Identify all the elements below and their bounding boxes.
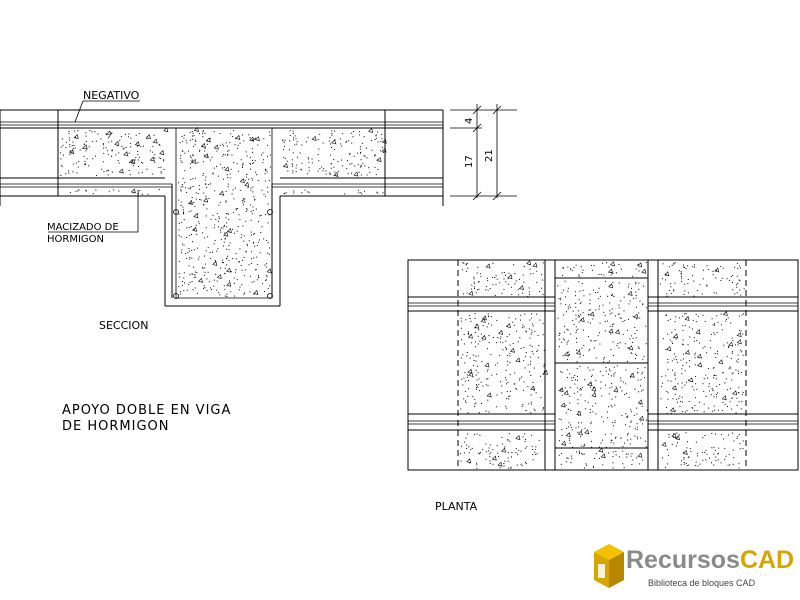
- planta-label: PLANTA: [435, 500, 478, 513]
- logo-cube-icon: [594, 544, 624, 588]
- dimension-17: 17: [464, 155, 475, 168]
- dimension-21: 21: [484, 149, 495, 162]
- macizado-leader: [48, 190, 139, 233]
- negativo-label: NEGATIVO: [83, 89, 140, 102]
- drawing-title-line2: DE HORMIGON: [62, 419, 169, 434]
- section-concrete-hatch: [60, 126, 387, 297]
- macizado-label-line2: HORMIGON: [47, 234, 104, 245]
- logo-title: RecursosCAD: [626, 546, 794, 575]
- logo-title-part2: CAD: [739, 546, 795, 574]
- plan-concrete-hatch: [460, 260, 745, 469]
- logo-title-part1: Recursos: [626, 546, 740, 574]
- dimension-4: 4: [464, 118, 475, 124]
- logo-subtitle: Biblioteca de bloques CAD: [648, 578, 756, 588]
- recursoscad-logo: RecursosCAD Biblioteca de bloques CAD: [590, 540, 800, 598]
- macizado-label-line1: MACIZADO DE: [47, 222, 119, 233]
- dimension-lines: [450, 104, 517, 201]
- negativo-leader: [74, 100, 140, 123]
- plan-view: [407, 259, 799, 471]
- section-concrete-fill: [58, 128, 385, 306]
- drawing-title-line1: APOYO DOBLE EN VIGA: [62, 403, 231, 418]
- section-view: [0, 109, 444, 307]
- seccion-label: SECCION: [99, 319, 148, 332]
